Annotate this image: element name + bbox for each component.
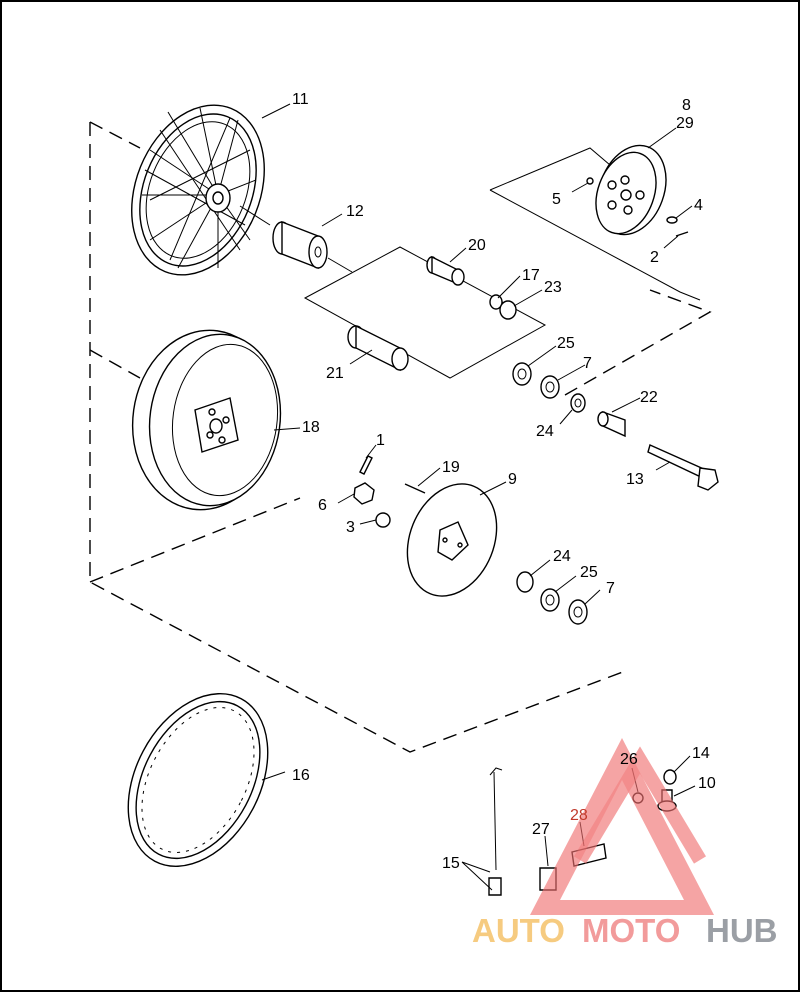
bearing-25-lower [540,588,560,612]
drive-pulley [595,144,667,236]
callout-27: 27 [532,821,550,838]
callout-10: 10 [698,775,716,792]
bolt-19 [404,483,426,494]
spacer-22 [597,411,626,438]
callout-22: 22 [640,389,658,406]
leader-lines [261,103,696,891]
callout-1: 1 [376,432,385,449]
spacer-7-lower [568,599,588,625]
callout-19: 19 [442,459,460,476]
automotohub-watermark: AUTO MOTO HUB [472,738,778,949]
callout-24-lower: 24 [553,548,571,565]
callout-25-lower: 25 [580,564,598,581]
callout-18: 18 [302,419,320,436]
wheel-hub [239,205,353,273]
callout-4: 4 [694,197,703,214]
axle-13 [647,444,719,491]
nut-6 [353,482,375,505]
callout-15: 15 [442,855,460,872]
watermark-text-moto: MOTO [582,912,680,949]
callout-24-upper: 24 [536,423,554,440]
bearing-23 [499,300,517,320]
assembly-dash-lines [89,121,712,753]
callout-13: 13 [626,471,644,488]
callout-6: 6 [318,497,327,514]
callout-9: 9 [508,471,517,488]
bolt-5 [586,177,594,185]
callout-23: 23 [544,279,562,296]
callout-11: 11 [292,91,309,108]
spacer-21 [347,324,409,372]
pulley-group-box [489,147,701,301]
washer-3 [375,512,391,528]
brake-disc [406,483,498,597]
callout-25-upper: 25 [557,335,575,352]
bearing-25-upper [512,362,532,386]
watermark-text-auto: AUTO [472,912,565,949]
spoked-wheel [131,104,265,276]
washer-17 [489,294,503,310]
spacer-7-upper [540,375,560,399]
screw-2 [675,231,689,237]
seal-24-upper [570,393,586,413]
callout-14: 14 [692,745,710,762]
callout-7-upper: 7 [583,355,592,372]
callout-28: 28 [570,807,588,824]
callout-21: 21 [326,365,344,382]
callout-17: 17 [522,267,540,284]
washer-4 [666,216,678,224]
callout-2: 2 [650,249,659,266]
watermark-text-hub: HUB [706,912,778,949]
seal-24-lower [516,571,534,593]
cotter-pin-1 [359,455,373,475]
callout-16: 16 [292,767,310,784]
valve-cap-14 [663,769,677,785]
wheel-rim [127,693,269,867]
callout-5: 5 [552,191,561,208]
callout-7-lower: 7 [606,580,615,597]
watermark-logo-icon [530,738,714,915]
spacer-20 [426,255,465,286]
callout-labels: 11 12 8 29 5 4 2 20 17 23 21 25 7 22 24 … [292,91,716,872]
callout-3: 3 [346,519,355,536]
disc-wheel [131,329,282,511]
callout-20: 20 [468,237,486,254]
callout-26: 26 [620,751,638,768]
spoke-15 [488,767,503,896]
callout-29: 29 [676,115,694,132]
callout-8: 8 [682,97,691,114]
callout-12: 12 [346,203,364,220]
